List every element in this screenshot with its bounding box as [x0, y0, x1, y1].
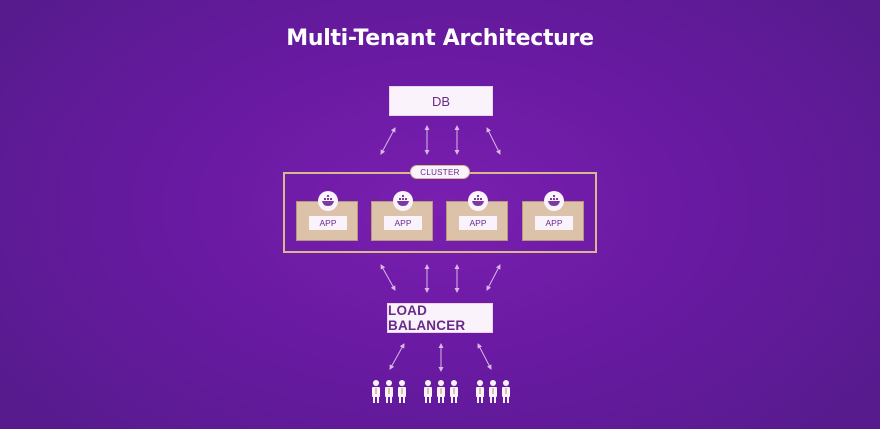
diagram-title: Multi-Tenant Architecture [286, 26, 594, 51]
load-balancer-box: LOAD BALANCER [387, 303, 493, 333]
docker-whale-icon [393, 191, 413, 211]
docker-whale-icon [544, 191, 564, 211]
app-card: APP [522, 191, 584, 241]
users-group-icon [476, 380, 510, 403]
cluster-lb-arrow-1 [380, 264, 396, 291]
app-label: APP [309, 216, 347, 230]
docker-whale-icon [318, 191, 338, 211]
users-group-icon [424, 380, 458, 403]
app-card: APP [371, 191, 433, 241]
cluster-lb-arrow-4 [486, 264, 501, 291]
app-card: APP [296, 191, 358, 241]
db-label: DB [431, 93, 451, 109]
app-label: APP [535, 216, 573, 230]
app-label: APP [384, 216, 422, 230]
lb-users-arrow-3 [477, 343, 492, 370]
app-card: APP [446, 191, 508, 241]
lb-users-arrow-1 [389, 343, 405, 370]
docker-whale-icon [468, 191, 488, 211]
cluster-label: CLUSTER [410, 165, 470, 179]
users-group-icon [372, 380, 406, 403]
db-cluster-arrow-1 [380, 127, 396, 155]
app-label: APP [459, 216, 497, 230]
db-box: DB [389, 86, 493, 116]
db-cluster-arrow-4 [486, 127, 501, 155]
load-balancer-label: LOAD BALANCER [388, 303, 466, 333]
